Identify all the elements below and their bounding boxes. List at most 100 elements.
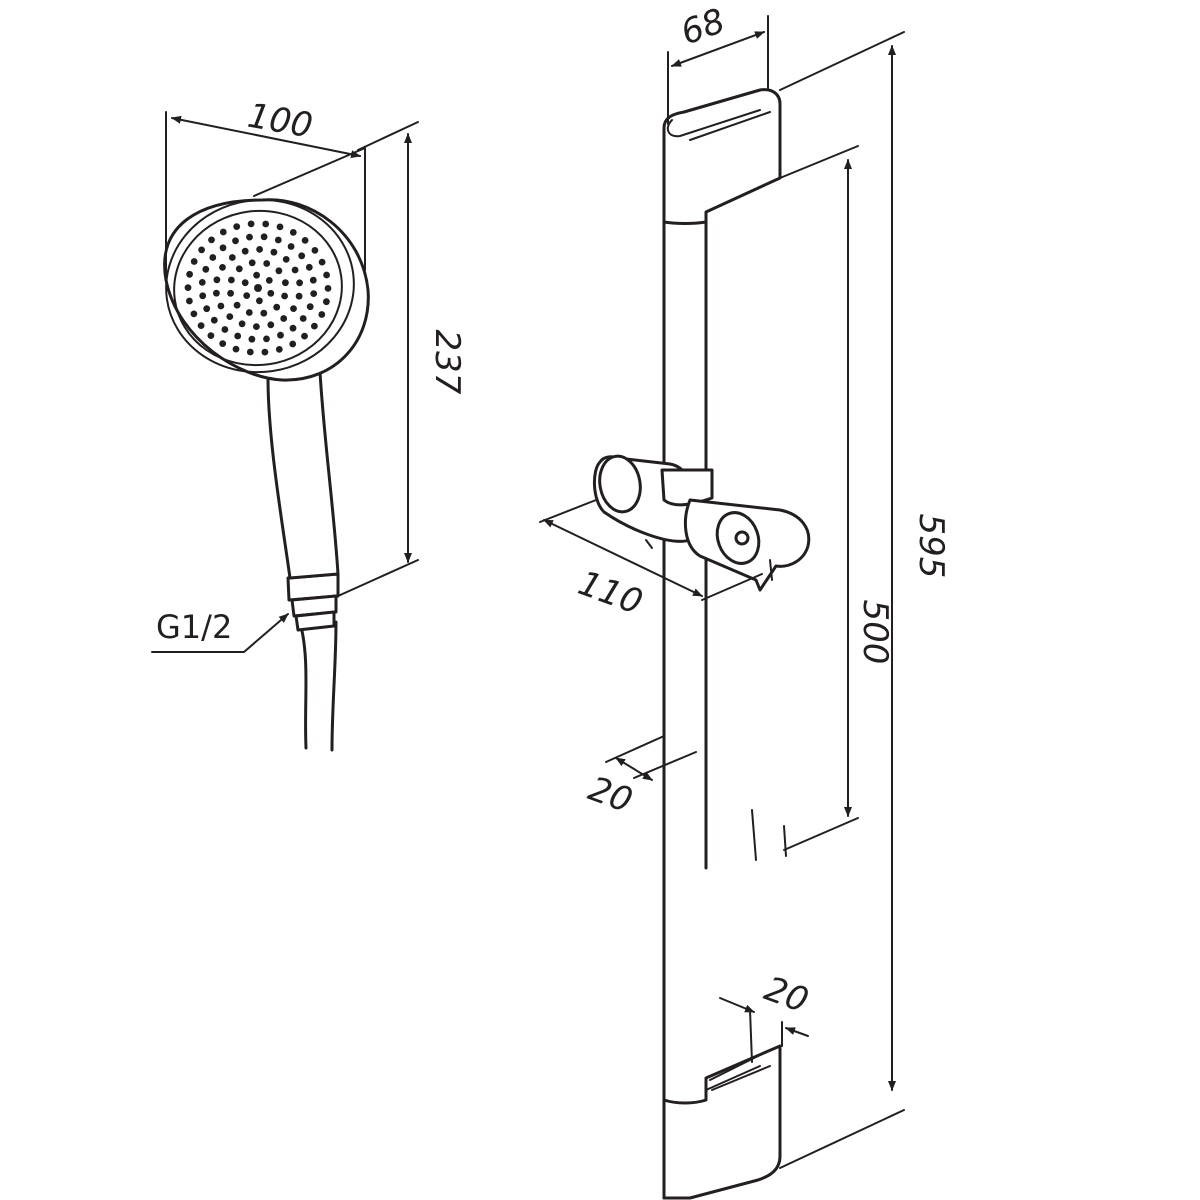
dim-holder-projection-label: 110 <box>573 563 648 623</box>
nozzle-dot <box>247 220 255 228</box>
nozzle-dot <box>213 276 221 284</box>
nozzle-dot <box>248 259 256 267</box>
dim-head-width-label: 100 <box>245 96 316 147</box>
nozzle-dot <box>267 289 275 297</box>
dim-hole-spacing-label: 500 <box>855 600 895 665</box>
nozzle-dot <box>309 276 317 284</box>
shower-handle <box>266 370 340 580</box>
nozzle-dot <box>276 223 284 231</box>
nozzle-dot <box>203 305 211 313</box>
nozzle-dot <box>207 332 215 339</box>
dim-head-width: 100 <box>165 96 366 281</box>
nozzle-dot <box>246 348 254 356</box>
nozzle-dot <box>241 279 249 287</box>
nozzle-dot <box>273 303 281 311</box>
bottom-bracket <box>662 1044 782 1200</box>
nozzle-dot <box>263 260 271 267</box>
shower-head <box>163 198 370 382</box>
nozzle-dot <box>233 223 241 231</box>
dim-bar-diameter: 20 <box>583 735 697 821</box>
nozzle-dot <box>299 315 307 322</box>
dim-total-length-label: 595 <box>911 514 951 579</box>
nozzle-dot <box>323 271 330 279</box>
nozzle-dot <box>217 302 225 310</box>
nozzle-dot <box>184 284 192 291</box>
nozzle-dot <box>245 309 253 316</box>
nozzle-dot <box>289 324 297 332</box>
nozzle-dot <box>261 348 269 356</box>
dim-end-cap-depth-label: 68 <box>676 1 730 53</box>
nozzle-dot <box>227 289 235 297</box>
nozzle-dot <box>274 236 282 244</box>
nozzle-dot <box>270 248 278 256</box>
nozzle-dot <box>275 267 283 275</box>
nozzle-dot <box>263 335 270 343</box>
nozzle-dot <box>262 220 270 228</box>
nozzle-dot <box>295 292 303 300</box>
nozzle-dot <box>209 254 217 261</box>
nozzle-dot <box>323 298 330 306</box>
nozzle-dot <box>208 236 215 244</box>
nozzle-dot <box>305 263 313 271</box>
spray-nozzles <box>184 220 332 356</box>
nozzle-dot <box>219 228 227 236</box>
nozzle-dot <box>275 346 283 353</box>
nozzle-dot <box>213 289 220 297</box>
hand-shower: 100 237 G1/2 <box>151 96 467 752</box>
slider-holder <box>593 454 811 592</box>
dim-bar-diameter-label: 20 <box>583 769 637 821</box>
nozzle-dot <box>253 271 260 279</box>
nozzle-dot <box>238 320 246 328</box>
nozzle-dot <box>298 252 306 260</box>
nozzle-dot <box>256 246 263 253</box>
hose <box>298 620 338 752</box>
nozzle-dot <box>248 335 256 343</box>
nozzle-dot <box>234 332 242 340</box>
nozzle-dot <box>186 297 193 305</box>
nozzle-dot <box>318 258 326 266</box>
nozzle-dot <box>301 237 309 244</box>
nozzle-dot <box>289 229 297 236</box>
nozzle-dot <box>290 305 297 312</box>
nozzle-dot <box>235 265 243 273</box>
nozzle-dot <box>226 313 234 320</box>
nozzle-dot <box>306 303 314 311</box>
thread-callout: G1/2 <box>151 608 289 653</box>
thread-callout-label: G1/2 <box>156 608 232 646</box>
nozzle-dot <box>318 311 326 318</box>
nozzle-dot <box>287 243 295 250</box>
nozzle-dot <box>228 254 236 261</box>
nozzle-dot <box>296 279 303 287</box>
nozzle-dot <box>197 322 205 329</box>
dim-hand-shower-length: 237 <box>337 121 467 597</box>
nozzle-dot <box>232 237 239 245</box>
nozzle-dot <box>199 292 207 300</box>
nozzle-dot <box>291 266 299 274</box>
nozzle-dot <box>243 292 251 299</box>
top-bracket <box>662 88 782 225</box>
nozzle-dot <box>202 265 210 273</box>
dim-bracket-width-label: 20 <box>759 969 813 1021</box>
nozzle-dot <box>221 326 229 333</box>
nozzle-dot <box>210 316 218 324</box>
nozzle-dot <box>186 270 194 278</box>
nozzle-dot <box>311 247 319 254</box>
rail <box>662 216 708 1200</box>
dim-hand-shower-length-label: 237 <box>427 330 467 395</box>
nozzle-dot <box>282 279 289 287</box>
dim-total-length: 595 <box>779 31 951 1169</box>
nozzle-dot <box>280 315 288 322</box>
dim-hole-spacing: 500 <box>779 145 895 851</box>
nozzle-dot <box>228 276 235 284</box>
nozzle-dot <box>233 301 241 309</box>
nozzle-dot <box>267 321 275 329</box>
nozzle-dot <box>219 264 226 271</box>
nozzle-dot <box>324 285 332 292</box>
nozzle-dot <box>256 297 263 305</box>
nozzle-dot <box>311 322 318 330</box>
nozzle-dot <box>310 290 318 297</box>
nozzle-dot <box>190 310 198 318</box>
nozzle-dot <box>282 256 290 263</box>
nozzle-dot <box>232 345 240 353</box>
